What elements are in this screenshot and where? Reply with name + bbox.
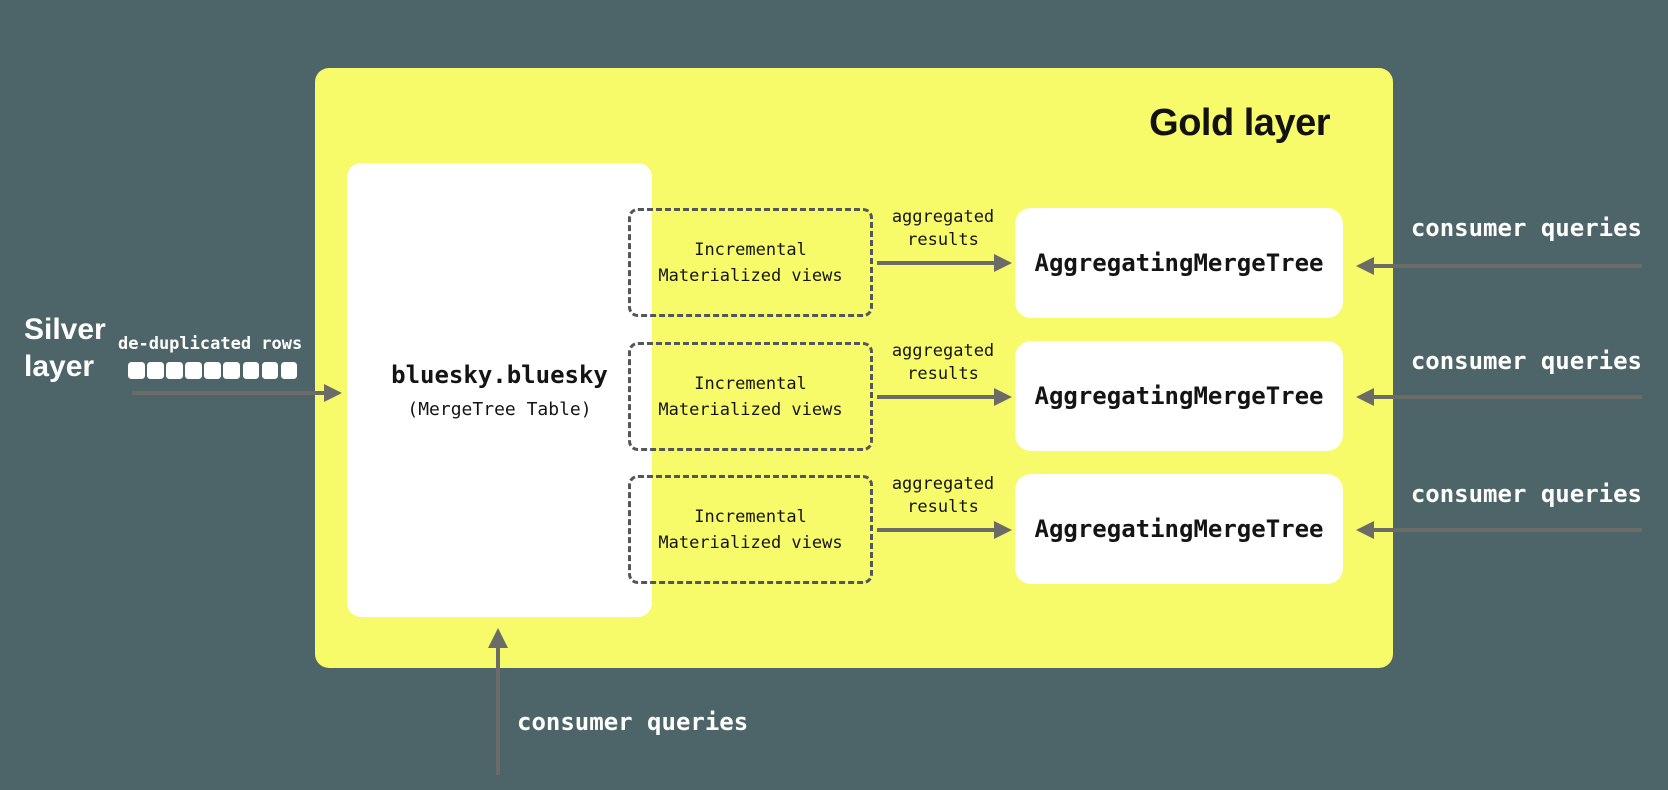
materialized-view-box-1: Incremental Materialized views <box>628 208 873 317</box>
consumer-queries-label-bottom: consumer queries <box>517 708 749 736</box>
silver-layer-label: Silver layer <box>24 311 106 385</box>
consumer-arrow-head-bottom <box>488 628 508 648</box>
consumer-queries-label-right-3: consumer queries <box>1410 480 1642 508</box>
dedup-square <box>261 362 279 379</box>
consumer-arrow-line-right-2 <box>1372 395 1642 399</box>
aggregated-results-line2: results <box>907 230 979 250</box>
aggregated-results-line1: aggregated <box>891 207 995 227</box>
aggregated-results-label-1: aggregated results <box>877 206 1009 252</box>
dedup-square <box>128 362 145 379</box>
aggregating-table-label: AggregatingMergeTree <box>1034 382 1324 410</box>
aggregating-table-box-2: AggregatingMergeTree <box>1015 341 1343 451</box>
aggregated-results-label-3: aggregated results <box>877 473 1009 519</box>
consumer-arrow-line-right-1 <box>1372 264 1642 268</box>
mv-to-agg-arrow-line-1 <box>877 261 995 265</box>
dedup-square <box>185 362 202 379</box>
main-table-box: bluesky.bluesky (MergeTree Table) <box>347 163 652 617</box>
dedup-row-squares <box>128 362 298 379</box>
gold-layer-title: Gold layer <box>1149 102 1330 144</box>
consumer-arrow-line-bottom <box>496 642 500 775</box>
materialized-view-label-line1: Incremental <box>694 506 807 527</box>
main-table-name: bluesky.bluesky <box>391 360 608 389</box>
materialized-view-box-2: Incremental Materialized views <box>628 342 873 451</box>
dedup-square <box>280 362 298 379</box>
aggregated-results-line1: aggregated <box>891 474 995 494</box>
dedup-square <box>166 362 183 379</box>
consumer-queries-label-right-2: consumer queries <box>1410 347 1642 375</box>
materialized-view-label-line1: Incremental <box>694 239 807 260</box>
silver-layer-label-line1: Silver <box>24 313 106 346</box>
materialized-view-box-3: Incremental Materialized views <box>628 475 873 584</box>
mv-to-agg-arrow-line-2 <box>877 395 995 399</box>
dedup-rows-label: de-duplicated rows <box>118 334 303 354</box>
materialized-view-label-line2: Materialized views <box>658 265 843 286</box>
dedup-square <box>204 362 221 379</box>
consumer-queries-label-right-1: consumer queries <box>1410 214 1642 242</box>
silver-to-gold-arrow-head <box>324 384 342 402</box>
mv-to-agg-arrow-head-1 <box>994 254 1012 272</box>
dedup-square <box>242 362 260 379</box>
materialized-view-label-line1: Incremental <box>694 373 807 394</box>
silver-to-gold-arrow-line <box>132 391 326 395</box>
dedup-square <box>223 362 240 379</box>
aggregating-table-label: AggregatingMergeTree <box>1034 515 1324 543</box>
consumer-arrow-head-right-3 <box>1356 521 1374 539</box>
consumer-arrow-head-right-1 <box>1356 257 1374 275</box>
main-table-subtitle: (MergeTree Table) <box>407 398 592 420</box>
silver-layer-label-line2: layer <box>24 350 95 383</box>
consumer-arrow-line-right-3 <box>1372 528 1642 532</box>
mv-to-agg-arrow-line-3 <box>877 528 995 532</box>
aggregated-results-line2: results <box>907 497 979 517</box>
mv-to-agg-arrow-head-3 <box>994 521 1012 539</box>
materialized-view-label-line2: Materialized views <box>658 532 843 553</box>
mv-to-agg-arrow-head-2 <box>994 388 1012 406</box>
aggregated-results-label-2: aggregated results <box>877 340 1009 386</box>
aggregating-table-box-3: AggregatingMergeTree <box>1015 474 1343 584</box>
dedup-square <box>147 362 164 379</box>
aggregating-table-label: AggregatingMergeTree <box>1034 249 1324 277</box>
consumer-arrow-head-right-2 <box>1356 388 1374 406</box>
aggregated-results-line2: results <box>907 364 979 384</box>
aggregating-table-box-1: AggregatingMergeTree <box>1015 208 1343 318</box>
materialized-view-label-line2: Materialized views <box>658 399 843 420</box>
aggregated-results-line1: aggregated <box>891 341 995 361</box>
